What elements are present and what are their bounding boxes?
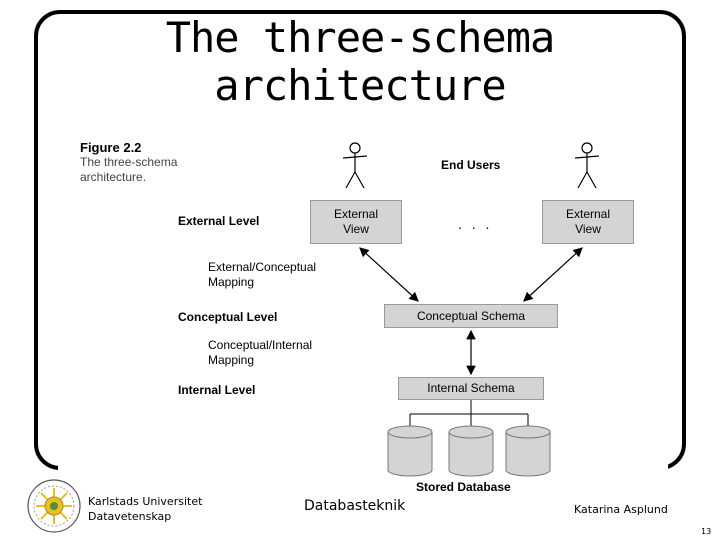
- internal-schema-box: Internal Schema: [398, 377, 544, 400]
- footer-author: Katarina Asplund: [574, 503, 668, 516]
- database-cylinder-2-icon: [448, 425, 494, 477]
- footer-department: Datavetenskap: [88, 510, 172, 523]
- external-view-right-box: External View: [542, 200, 634, 244]
- title-line-1: The three-schema: [165, 13, 556, 62]
- page-number: 13: [701, 527, 712, 536]
- conceptual-internal-mapping-label: Conceptual/Internal Mapping: [208, 338, 313, 367]
- stored-database-label: Stored Database: [416, 480, 511, 494]
- conceptual-level-label: Conceptual Level: [178, 310, 278, 324]
- title-line-2: architecture: [214, 61, 506, 110]
- arrow-left-external-to-conceptual: [359, 247, 419, 302]
- three-schema-figure: Figure 2.2 The three-schema architecture…: [58, 132, 668, 502]
- conceptual-schema-box: Conceptual Schema: [384, 304, 558, 328]
- arrow-right-external-to-conceptual: [523, 247, 583, 302]
- slide-title: The three-schema architecture: [130, 14, 590, 110]
- end-users-label: End Users: [441, 158, 501, 172]
- ellipsis-label: . . .: [458, 216, 493, 232]
- university-seal-icon: [27, 479, 81, 533]
- database-cylinder-3-icon: [505, 425, 551, 477]
- footer-institution: Karlstads Universitet Datavetenskap: [88, 494, 202, 524]
- figure-caption-text: The three-schema architecture.: [80, 155, 178, 184]
- figure-number: Figure 2.2: [80, 140, 142, 155]
- footer-course: Databasteknik: [304, 498, 406, 514]
- external-conceptual-mapping-label: External/Conceptual Mapping: [208, 260, 317, 289]
- figure-caption: Figure 2.2 The three-schema architecture…: [80, 140, 200, 185]
- user-figure-left-icon: [342, 142, 368, 189]
- external-view-left-box: External View: [310, 200, 402, 244]
- external-level-label: External Level: [178, 214, 260, 228]
- user-figure-right-icon: [574, 142, 600, 189]
- footer-university: Karlstads Universitet: [88, 495, 203, 508]
- database-cylinder-1-icon: [387, 425, 433, 477]
- internal-to-storage-connectors: [409, 400, 529, 428]
- diagram-connectors: [342, 142, 600, 477]
- internal-level-label: Internal Level: [178, 383, 256, 397]
